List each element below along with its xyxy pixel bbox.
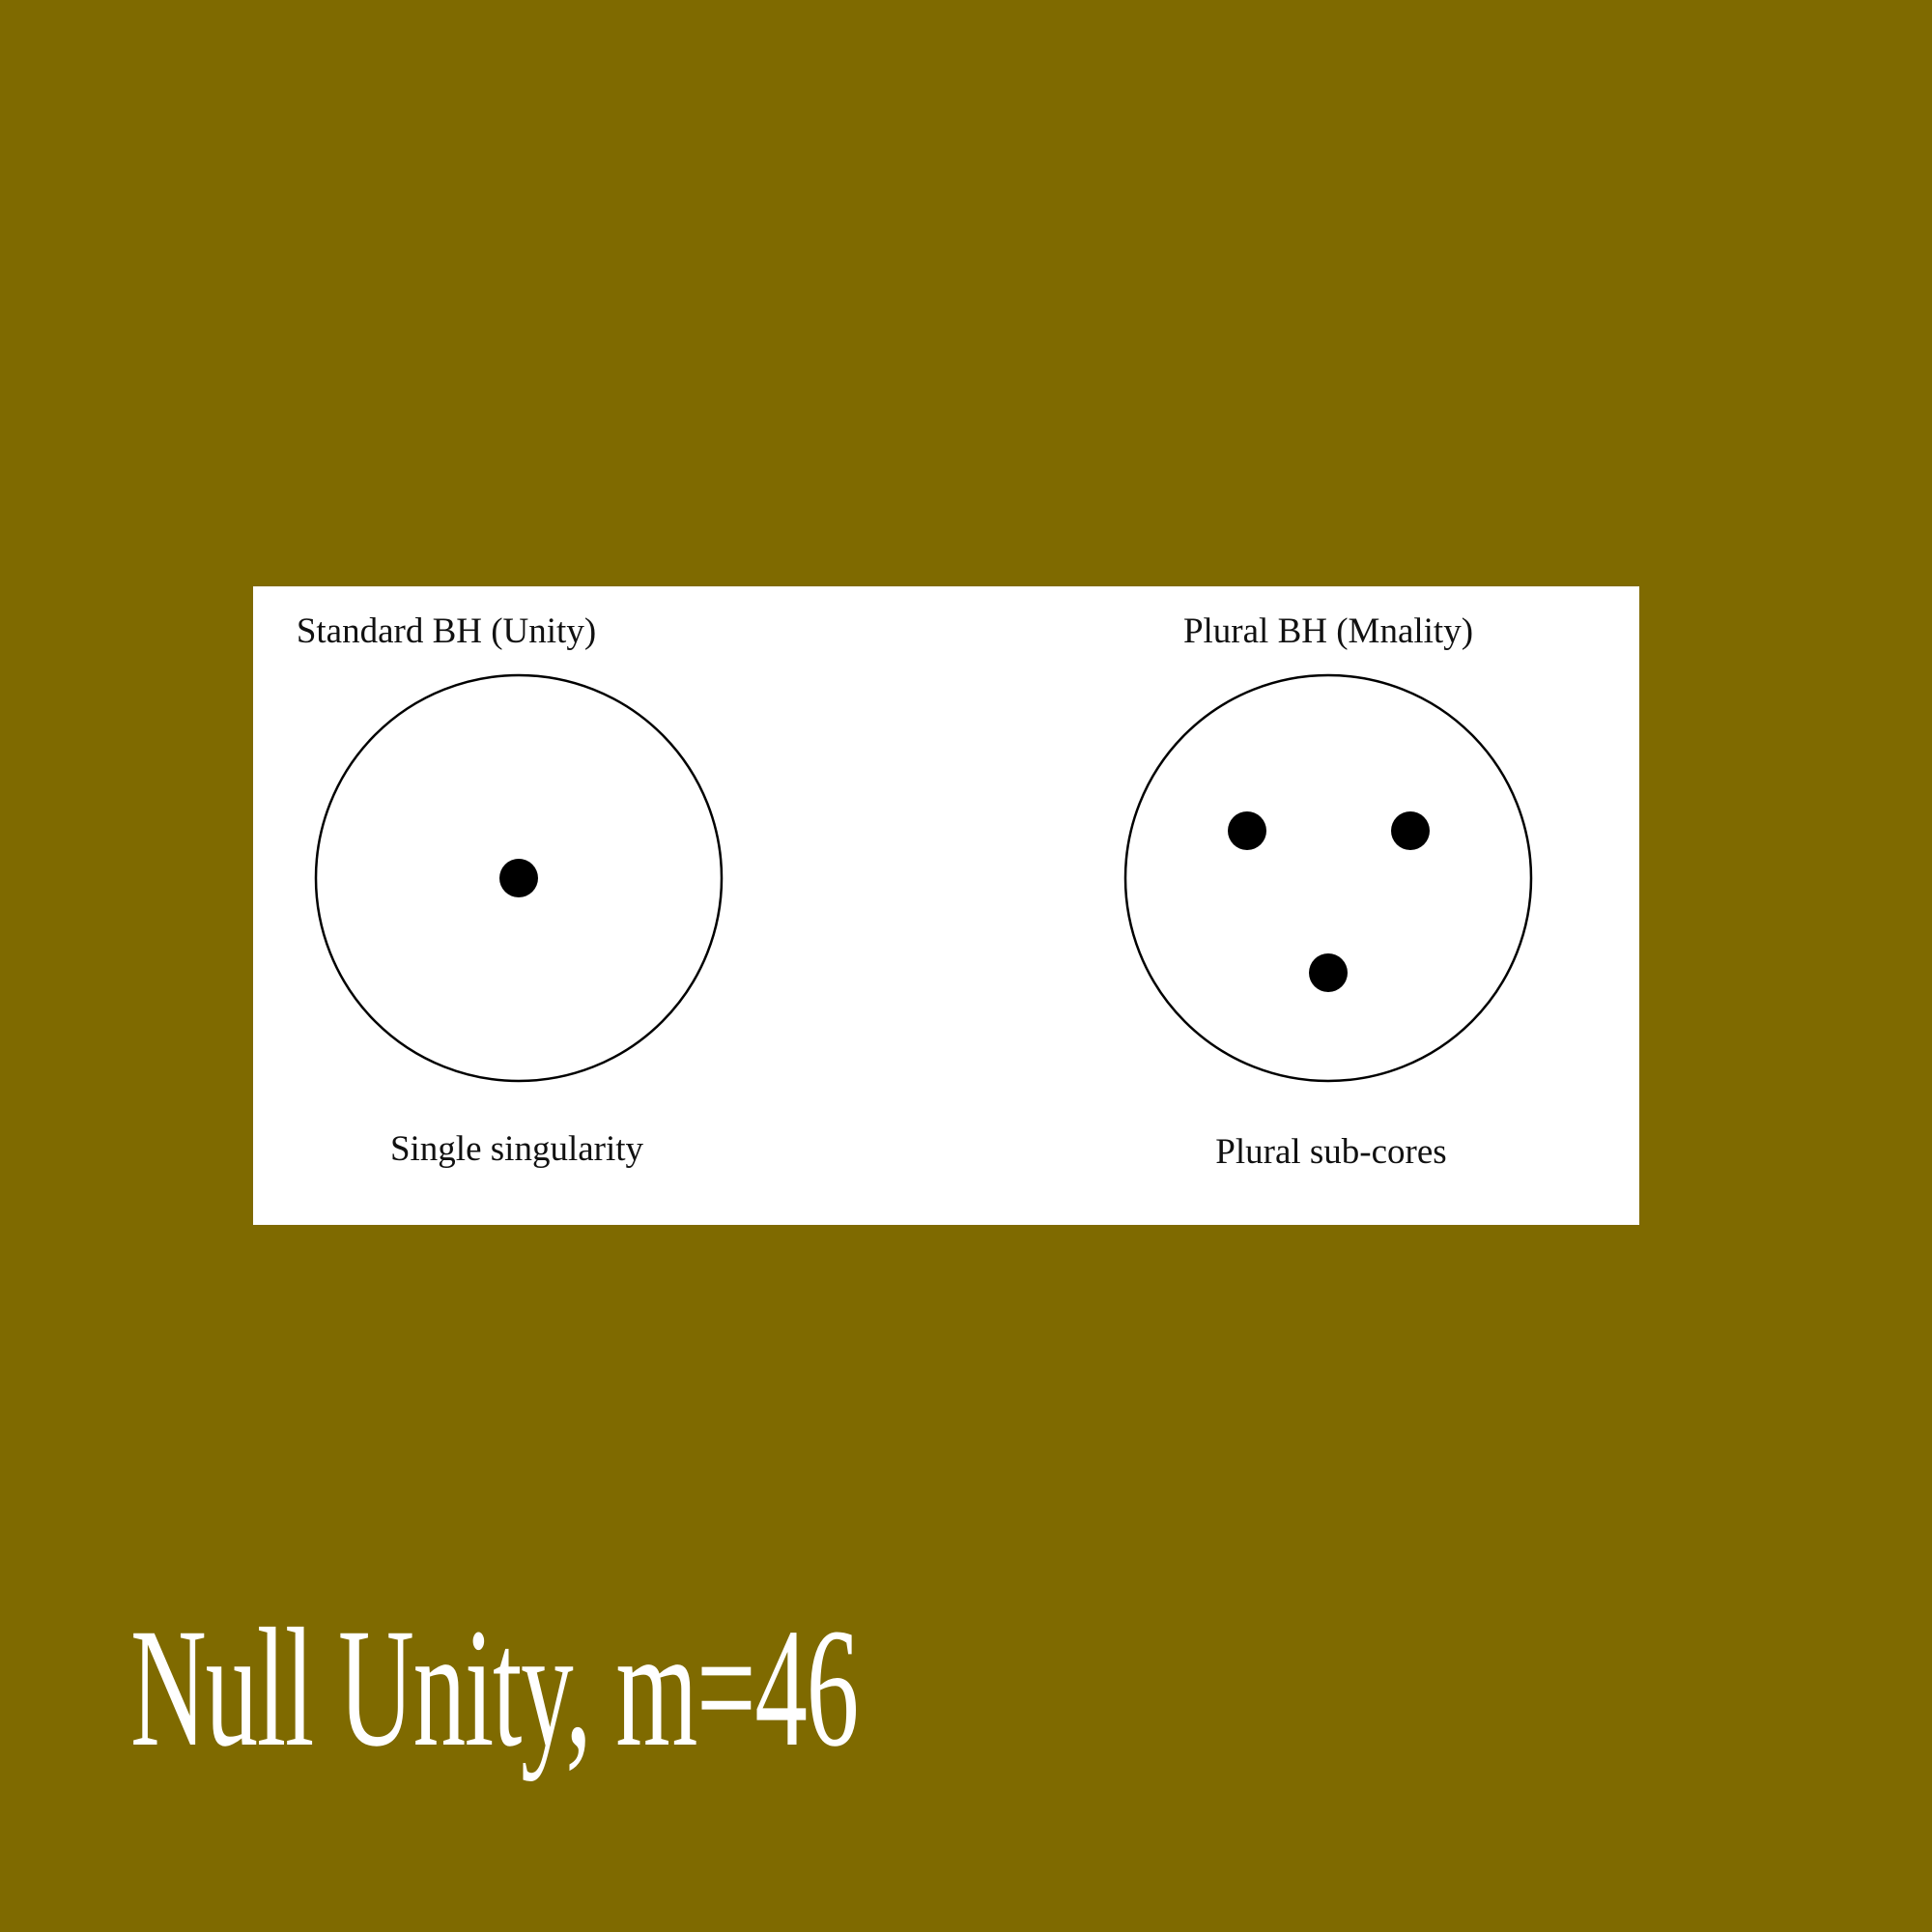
right-panel-caption: Plural sub-cores — [1215, 1132, 1446, 1172]
sub-core-dot — [1228, 811, 1266, 850]
left-event-horizon — [314, 673, 724, 1083]
right-panel-title: Plural BH (Mnality) — [1183, 611, 1473, 651]
sub-core-dot — [1309, 953, 1348, 992]
left-diagram: Standard BH (Unity) Single singularity — [297, 611, 724, 1169]
left-panel-title: Standard BH (Unity) — [297, 611, 596, 651]
right-diagram: Plural BH (Mnality) Plural sub-cores — [1123, 611, 1533, 1172]
page-caption: Null Unity, m=46 — [130, 1594, 859, 1782]
left-panel-caption: Single singularity — [390, 1129, 644, 1169]
sub-core-dot — [1391, 811, 1430, 850]
right-event-horizon — [1123, 673, 1533, 1083]
single-singularity-dot — [499, 859, 538, 897]
diagram-panel: Standard BH (Unity) Single singularity P… — [253, 586, 1639, 1225]
diagram-svg: Standard BH (Unity) Single singularity P… — [297, 611, 1533, 1172]
